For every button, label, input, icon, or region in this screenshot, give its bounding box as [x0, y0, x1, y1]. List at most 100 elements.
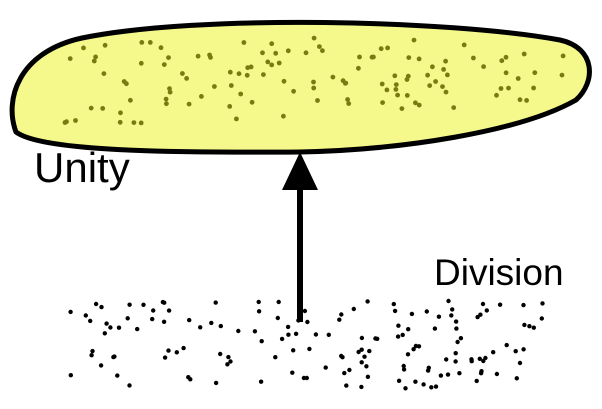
dot [458, 336, 464, 341]
dot [285, 324, 291, 330]
dot [317, 44, 322, 49]
dot [351, 306, 356, 312]
dot [199, 94, 204, 99]
dot [269, 62, 275, 68]
dot [521, 302, 526, 308]
dot [238, 91, 244, 97]
dot [166, 308, 172, 313]
dot [162, 355, 168, 360]
dot [311, 35, 317, 41]
dot [339, 353, 344, 359]
dot [498, 86, 504, 91]
dot [260, 50, 265, 56]
dot [93, 301, 99, 307]
dot [99, 304, 104, 310]
dot [108, 325, 113, 330]
dot [121, 79, 127, 84]
dot [406, 327, 411, 332]
dot [150, 316, 155, 322]
dot [265, 59, 271, 65]
dot [127, 383, 132, 388]
dot [188, 377, 193, 382]
dot [393, 87, 399, 92]
dot [441, 67, 446, 72]
dot [416, 56, 422, 62]
dot [438, 373, 444, 378]
dot [503, 70, 509, 76]
dot [453, 359, 458, 364]
dot [293, 331, 299, 336]
dot [404, 93, 410, 98]
dot [258, 379, 264, 384]
dot [73, 118, 78, 123]
dot [395, 334, 401, 339]
dot [471, 55, 476, 61]
dot [301, 375, 307, 381]
dot [461, 42, 467, 48]
dot [357, 54, 362, 60]
dot [227, 104, 233, 109]
dot [198, 325, 203, 330]
dot [503, 54, 509, 60]
dot [413, 379, 418, 384]
dot [445, 372, 451, 377]
unity-dots [62, 35, 566, 126]
dot [359, 384, 364, 390]
dot [67, 56, 73, 61]
dot [181, 345, 186, 351]
dot [337, 317, 342, 322]
dot [344, 383, 349, 388]
dot [359, 335, 365, 341]
dot [405, 73, 411, 79]
dot [68, 309, 73, 315]
dot [416, 344, 422, 349]
dot [83, 313, 89, 318]
dot [320, 48, 325, 54]
dot [115, 373, 120, 378]
dot [396, 323, 401, 328]
dot [88, 105, 94, 111]
dot [494, 371, 500, 377]
dot [141, 302, 146, 307]
unity-label: Unity [34, 144, 130, 191]
dot [89, 353, 94, 358]
dot [403, 386, 408, 391]
dot [453, 351, 458, 356]
dot [93, 54, 98, 60]
dot [506, 85, 511, 91]
dot [450, 307, 455, 312]
dot [425, 72, 430, 78]
dot [356, 349, 361, 355]
dot [286, 332, 291, 337]
dot [416, 102, 422, 108]
unity-blob [9, 19, 592, 155]
dot [174, 350, 179, 355]
dot [409, 311, 415, 317]
division-label: Division [434, 252, 564, 293]
dot [127, 97, 133, 103]
dot [244, 72, 250, 78]
dot [135, 326, 140, 332]
dot [330, 74, 336, 80]
dot [276, 299, 281, 305]
dot [364, 364, 369, 369]
dot [513, 349, 518, 354]
dot [313, 332, 319, 337]
dot [367, 348, 372, 354]
dot [195, 53, 201, 59]
dot [166, 348, 171, 353]
dot [521, 51, 527, 57]
dot [236, 71, 242, 77]
dot [68, 373, 74, 378]
dot [392, 308, 398, 314]
dot [227, 69, 233, 75]
dot [491, 350, 496, 355]
dot [164, 101, 169, 107]
dot [102, 331, 108, 336]
division-dots [68, 298, 545, 391]
dot [405, 352, 411, 357]
dot [117, 119, 123, 125]
dot [111, 354, 116, 360]
dot [362, 354, 367, 359]
dot [138, 60, 144, 66]
